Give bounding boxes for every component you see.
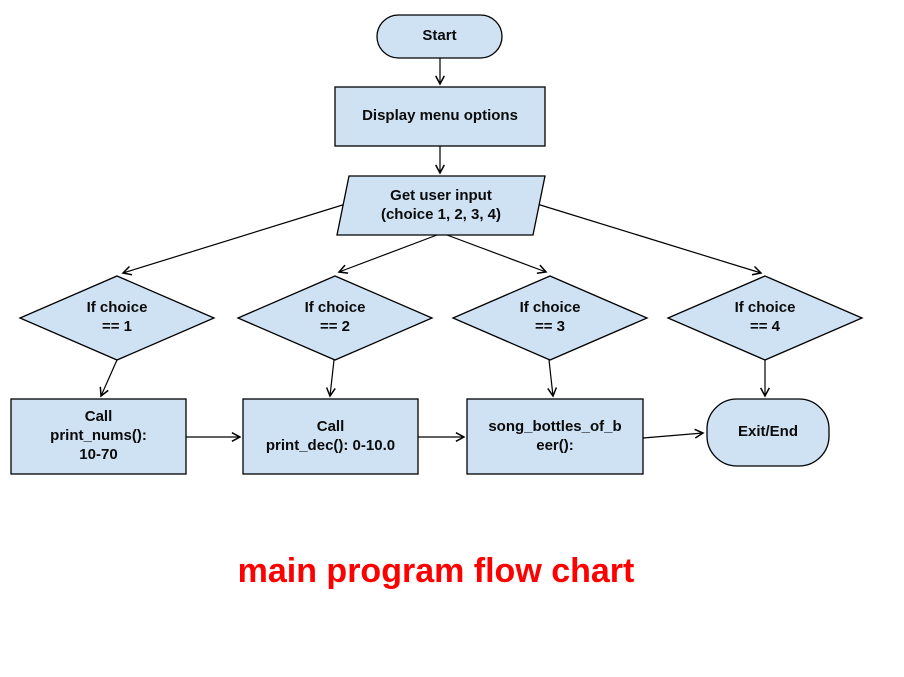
choice1-diamond (18, 275, 216, 361)
choice3-diamond (451, 275, 649, 361)
get-input-node (336, 175, 546, 236)
choice4-diamond (666, 275, 864, 361)
start-node (376, 14, 503, 59)
song-bottles-node (466, 398, 644, 475)
edge-getinput-choice3 (446, 234, 548, 274)
display-menu-node (334, 86, 546, 147)
edge-choice2-printdec (325, 359, 336, 398)
print-nums-node (10, 398, 187, 475)
choice2-diamond (236, 275, 434, 361)
edge-choice3-songbottles (547, 359, 558, 398)
edge-choice1-printnums (99, 359, 118, 398)
edge-getinput-choice2 (337, 234, 438, 274)
edge-getinput-choice1 (121, 202, 350, 276)
print-dec-node (242, 398, 419, 475)
edge-songbottles-exit (642, 428, 705, 439)
edge-getinput-choice4 (536, 203, 763, 276)
exit-end-node (706, 398, 830, 467)
chart-title: main program flow chart (237, 552, 635, 590)
